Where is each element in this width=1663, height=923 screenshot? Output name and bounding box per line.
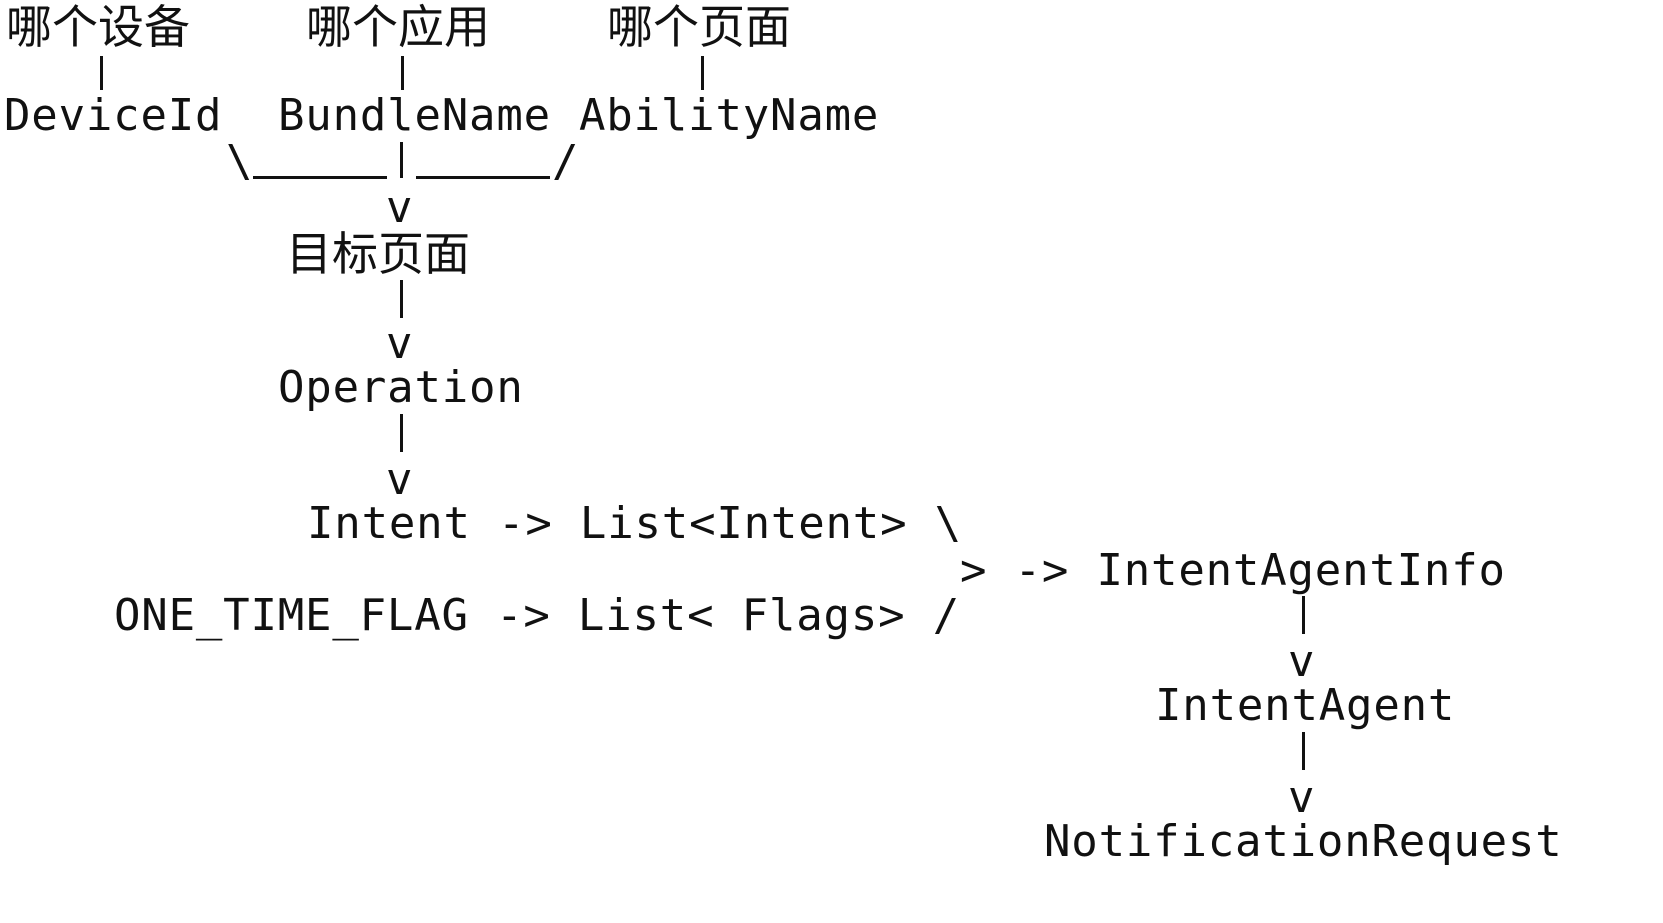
page-connector-line bbox=[701, 56, 704, 90]
intent-agent-info-connector-line bbox=[1302, 596, 1305, 634]
target-page-label: 目标页面 bbox=[286, 227, 470, 281]
operation-connector-line bbox=[400, 414, 403, 452]
to-operation-arrow: v bbox=[386, 318, 413, 369]
device-id-label: DeviceId bbox=[4, 90, 223, 141]
to-intent-agent-arrow: v bbox=[1288, 636, 1315, 687]
page-question-label: 哪个页面 bbox=[607, 0, 791, 54]
bundle-name-label: BundleName bbox=[278, 90, 551, 141]
app-question-label: 哪个应用 bbox=[306, 0, 490, 54]
operation-label: Operation bbox=[278, 362, 524, 413]
right-merge-underline bbox=[416, 176, 550, 179]
to-target-page-arrow: v bbox=[386, 182, 413, 233]
ability-name-label: AbilityName bbox=[579, 90, 880, 141]
app-connector-line bbox=[401, 56, 404, 90]
intent-list-row: Intent -> List<Intent> \ bbox=[307, 498, 962, 549]
intent-agent-connector-line bbox=[1302, 732, 1305, 770]
left-merge-slash: \ bbox=[226, 136, 253, 187]
notification-request-label: NotificationRequest bbox=[1044, 816, 1563, 867]
intent-agent-label: IntentAgent bbox=[1155, 680, 1456, 731]
to-intent-arrow: v bbox=[386, 454, 413, 505]
device-question-label: 哪个设备 bbox=[6, 0, 190, 54]
center-merge-line bbox=[400, 142, 403, 178]
intent-agent-info-row: > -> IntentAgentInfo bbox=[960, 545, 1506, 596]
target-page-connector-line bbox=[400, 280, 403, 318]
to-notification-request-arrow: v bbox=[1288, 772, 1315, 823]
device-connector-line bbox=[100, 56, 103, 90]
flag-list-row: ONE_TIME_FLAG -> List< Flags> / bbox=[114, 590, 960, 641]
right-merge-slash: / bbox=[552, 136, 579, 187]
left-merge-underline bbox=[253, 176, 387, 179]
